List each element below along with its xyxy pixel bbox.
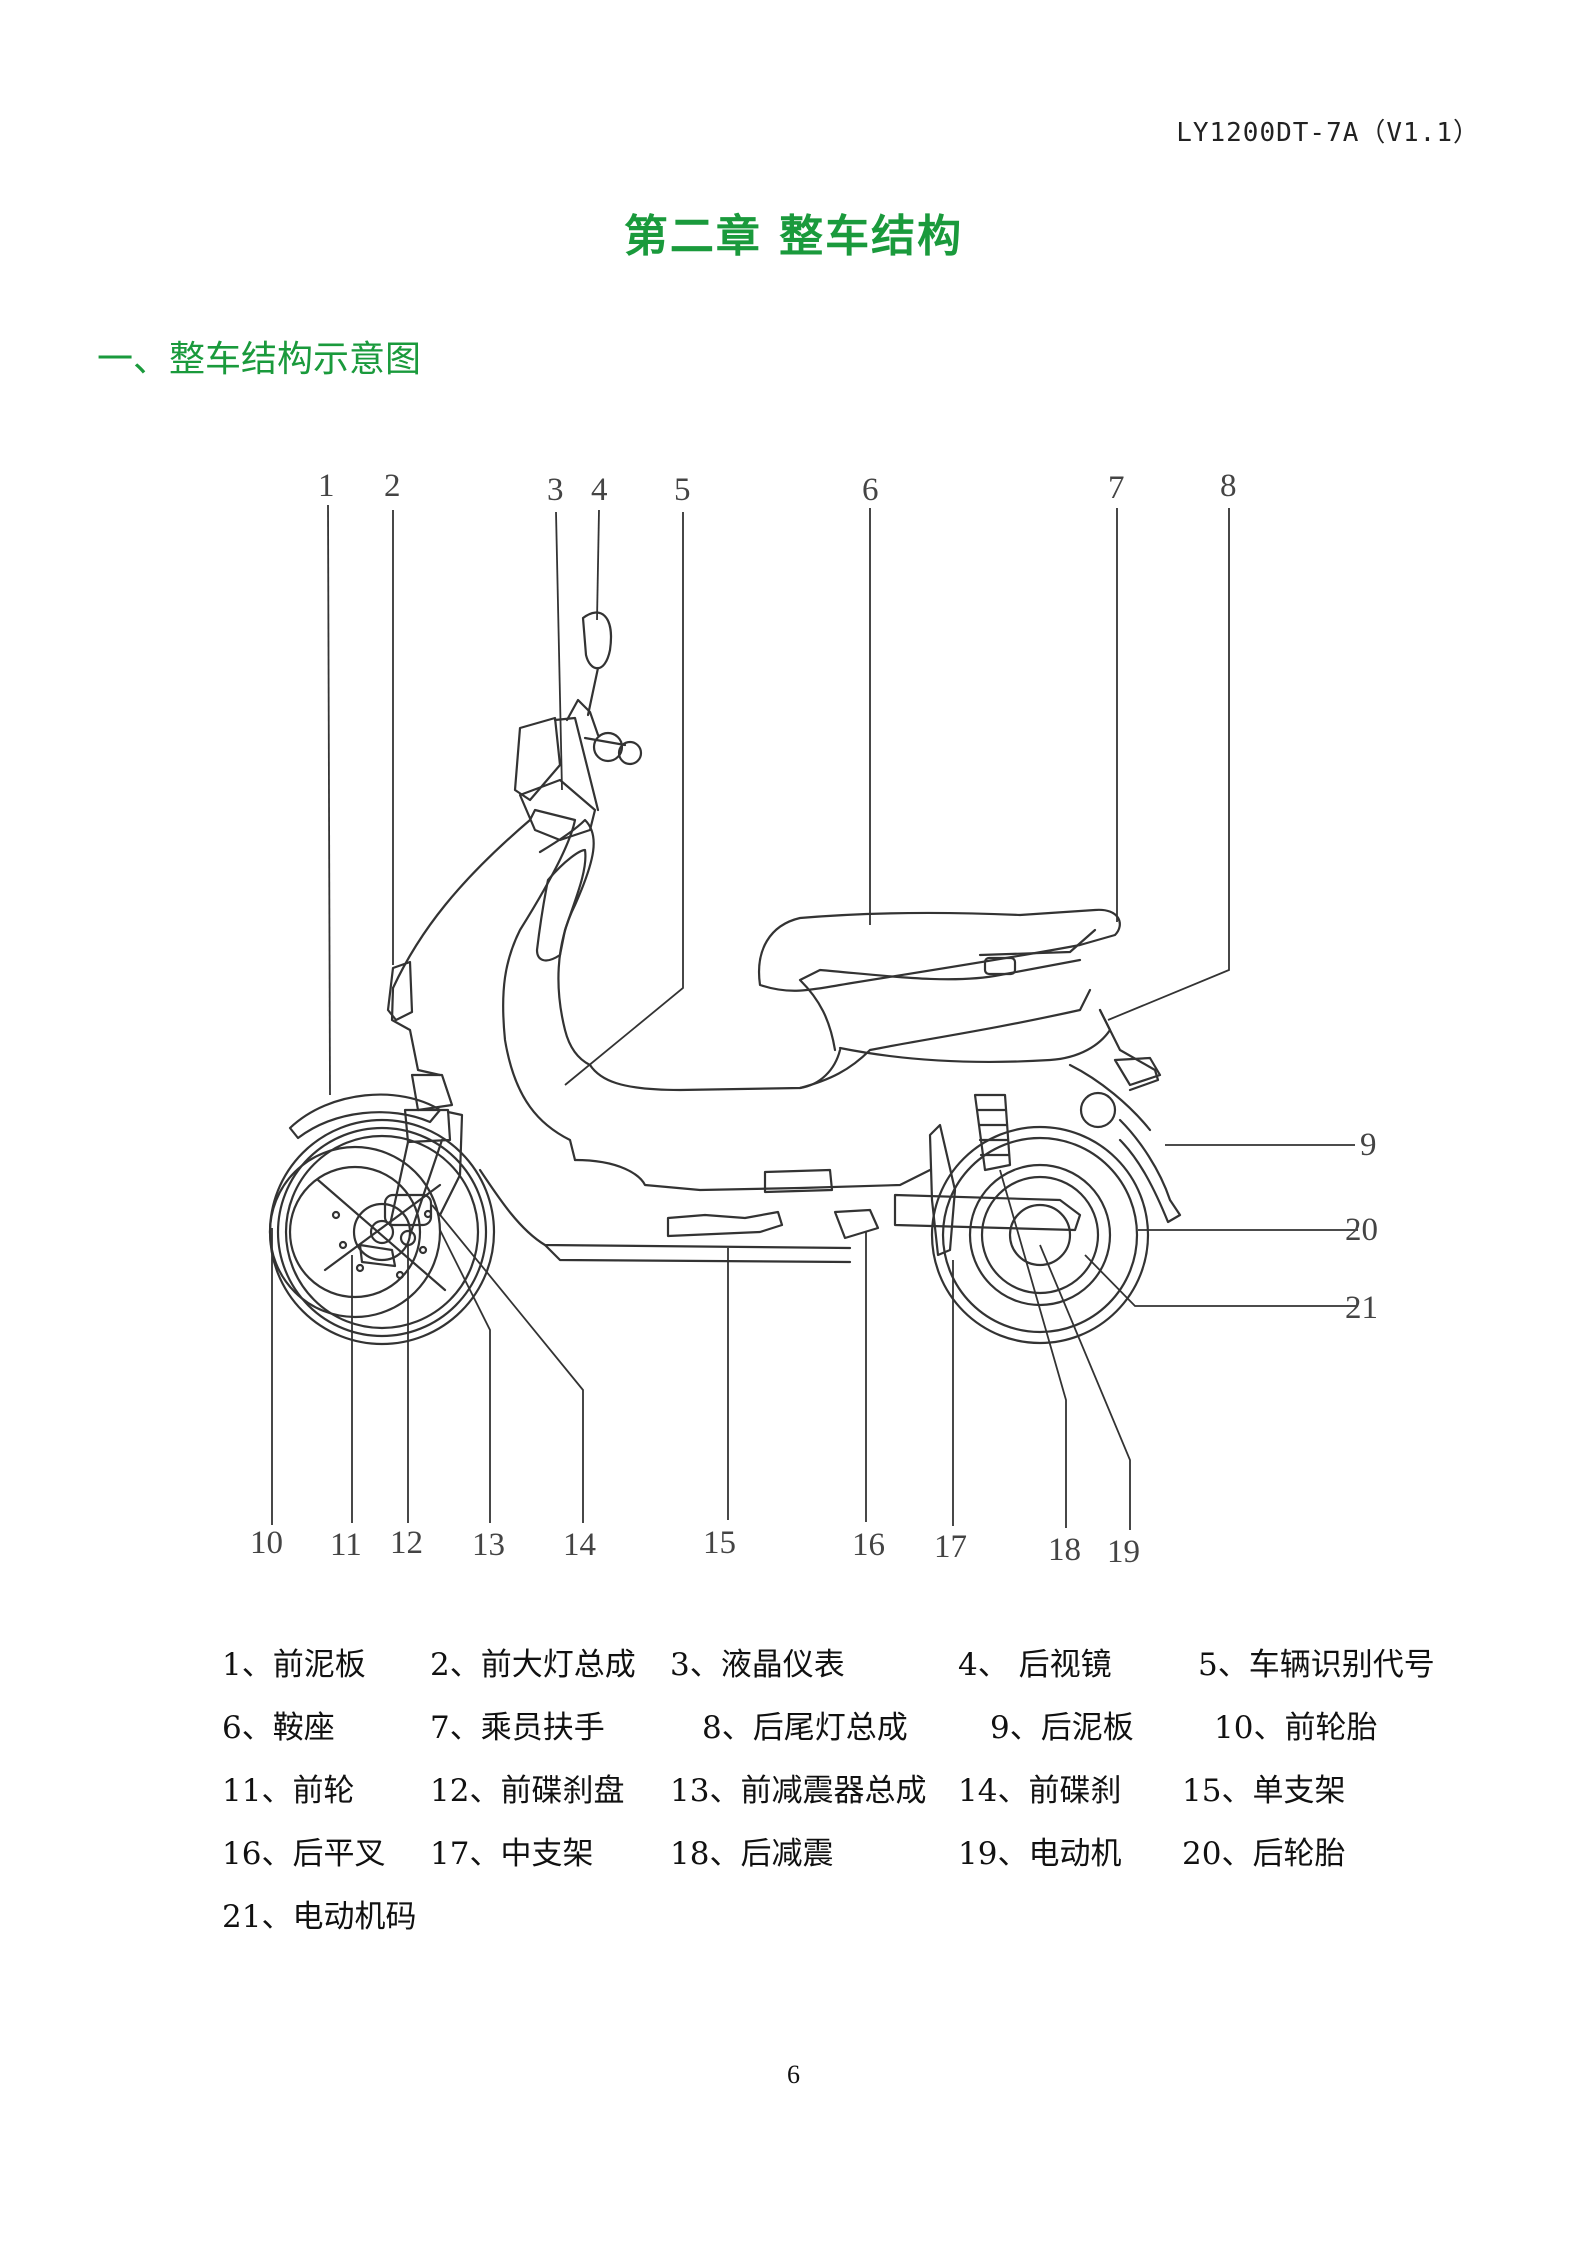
legend-item: 9、后泥板 (990, 1710, 1134, 1746)
legend-item: 8、后尾灯总成 (702, 1710, 908, 1746)
callout-9: 9 (1360, 1127, 1377, 1163)
callout-1: 1 (318, 468, 335, 504)
seat (757, 908, 1121, 992)
front-wheel (268, 1118, 496, 1346)
legend-item: 18、后减震 (670, 1836, 834, 1872)
callout-16: 16 (852, 1527, 885, 1563)
callout-21: 21 (1345, 1290, 1378, 1326)
instrument (513, 716, 562, 802)
mirror (581, 611, 613, 670)
rear-shock (973, 1093, 1012, 1172)
parts-legend: 1、前泥板 2、前大灯总成 3、液晶仪表 4、 后视镜 5、车辆识别代号 6、鞍… (222, 1630, 1472, 1945)
legend-item: 7、乘员扶手 (430, 1710, 605, 1746)
front-fender (288, 1093, 442, 1140)
legend-row: 1、前泥板 2、前大灯总成 3、液晶仪表 4、 后视镜 5、车辆识别代号 (222, 1630, 1472, 1693)
callout-7: 7 (1108, 470, 1125, 506)
legend-item: 19、电动机 (958, 1836, 1122, 1872)
legend-item: 17、中支架 (430, 1836, 594, 1872)
callout-5: 5 (674, 472, 691, 508)
legend-item: 20、后轮胎 (1182, 1836, 1346, 1872)
rear-wheel (930, 1125, 1150, 1345)
side-stand (666, 1210, 784, 1238)
tail-light (1113, 1056, 1162, 1087)
legend-row: 11、前轮 12、前碟刹盘 13、前减震器总成 14、前碟刹 15、单支架 (222, 1756, 1472, 1819)
legend-item: 16、后平叉 (222, 1836, 386, 1872)
legend-item: 3、液晶仪表 (670, 1647, 845, 1683)
legend-item: 13、前减震器总成 (670, 1773, 927, 1809)
legend-item: 21、电动机码 (222, 1899, 417, 1935)
page-number: 6 (787, 2060, 800, 2089)
legend-item: 10、前轮胎 (1214, 1710, 1378, 1746)
legend-item: 12、前碟刹盘 (430, 1773, 625, 1809)
headlight (386, 960, 414, 1022)
callout-20: 20 (1345, 1212, 1378, 1248)
legend-item: 1、前泥板 (222, 1647, 366, 1683)
callout-2: 2 (384, 468, 401, 504)
callout-19: 19 (1107, 1534, 1140, 1570)
swing-arm (893, 1193, 1082, 1232)
callout-11: 11 (330, 1527, 362, 1563)
callout-18: 18 (1048, 1532, 1081, 1568)
legend-row: 6、鞍座 7、乘员扶手 8、后尾灯总成 9、后泥板 10、前轮胎 (222, 1693, 1472, 1756)
legend-item: 11、前轮 (222, 1773, 355, 1809)
callout-4: 4 (591, 472, 608, 508)
center-stand (833, 1208, 880, 1240)
document-code: LY1200DT-7A（V1.1） (1176, 118, 1480, 148)
callout-12: 12 (390, 1525, 423, 1561)
front-shield (391, 808, 577, 1162)
leg-shield-inner (538, 818, 595, 1067)
legend-item: 14、前碟刹 (958, 1773, 1122, 1809)
legend-item: 4、 后视镜 (958, 1647, 1112, 1683)
legend-item: 15、单支架 (1182, 1773, 1346, 1809)
callout-10: 10 (250, 1525, 283, 1561)
callout-13: 13 (472, 1527, 505, 1563)
rear-fender (1118, 1118, 1182, 1224)
callout-14: 14 (563, 1527, 596, 1563)
callout-3: 3 (547, 472, 564, 508)
legend-row: 16、后平叉 17、中支架 18、后减震 19、电动机 20、后轮胎 (222, 1819, 1472, 1882)
chapter-title: 第二章 整车结构 (623, 211, 964, 262)
legend-row: 21、电动机码 (222, 1882, 1472, 1945)
scooter-structure-diagram: 1 2 3 4 5 6 7 8 9 10 11 12 13 14 15 16 1… (250, 468, 1378, 1570)
section-title: 一、整车结构示意图 (97, 339, 422, 380)
legend-item: 2、前大灯总成 (430, 1647, 636, 1683)
legend-item: 5、车辆识别代号 (1198, 1647, 1435, 1683)
legend-item: 6、鞍座 (222, 1710, 335, 1746)
callout-15: 15 (703, 1525, 736, 1561)
callout-8: 8 (1220, 468, 1237, 504)
callout-6: 6 (862, 472, 879, 508)
front-fork (358, 1073, 464, 1268)
callout-17: 17 (934, 1529, 967, 1565)
